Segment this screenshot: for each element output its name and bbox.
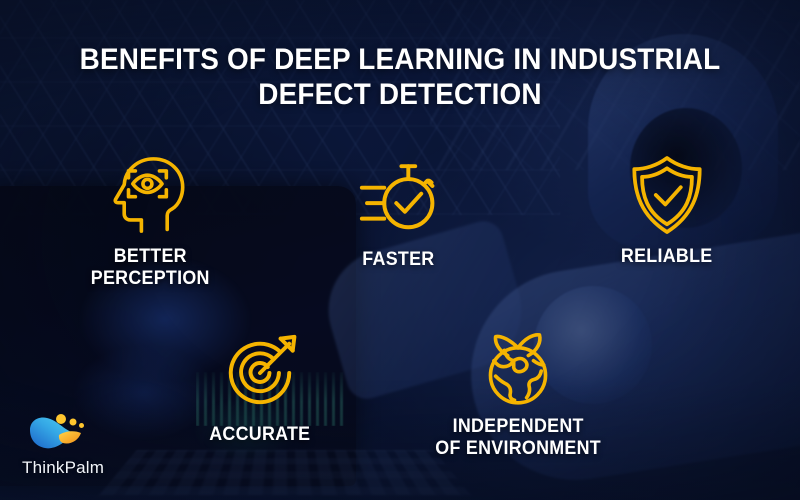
benefit-label-line-2: PERCEPTION: [90, 268, 210, 289]
page-title-line-1: BENEFITS OF DEEP LEARNING IN INDUSTRIAL: [79, 43, 721, 76]
target-arrow-bullseye-icon: [217, 330, 303, 416]
benefit-independent-of-environment: INDEPENDENT OF ENVIRONMENT: [413, 322, 623, 460]
benefit-label: BETTER PERCEPTION: [91, 246, 210, 290]
thinkpalm-logo: ThinkPalm: [22, 410, 134, 478]
benefit-label-line-1: RELIABLE: [621, 246, 713, 267]
benefit-label-line-1: ACCURATE: [209, 424, 311, 445]
thinkpalm-wave-palm-logo: [30, 414, 84, 449]
benefit-label-line-2: OF ENVIRONMENT: [435, 438, 601, 459]
benefit-label-line-1: FASTER: [361, 249, 435, 270]
benefit-accurate: ACCURATE: [155, 330, 365, 446]
benefit-label: ACCURATE: [209, 424, 310, 446]
page-title-line-2: DEFECT DETECTION: [258, 78, 542, 111]
benefit-better-perception: BETTER PERCEPTION: [45, 152, 255, 290]
head-eye-scan-icon: [107, 152, 193, 238]
benefit-faster: FASTER: [293, 155, 503, 271]
stopwatch-speed-check-icon: [355, 155, 441, 241]
benefit-label: INDEPENDENT OF ENVIRONMENT: [435, 416, 601, 460]
page-title: BENEFITS OF DEEP LEARNING IN INDUSTRIAL …: [40, 42, 760, 112]
benefit-label: FASTER: [362, 249, 434, 271]
benefit-label-line-1: BETTER: [113, 246, 187, 267]
globe-leaves-eco-icon: [475, 322, 561, 408]
shield-check-icon: [624, 152, 710, 238]
benefit-label-line-1: INDEPENDENT: [452, 416, 584, 437]
thinkpalm-wordmark: ThinkPalm: [22, 458, 105, 477]
benefit-reliable: RELIABLE: [562, 152, 772, 268]
benefit-label: RELIABLE: [621, 246, 713, 268]
